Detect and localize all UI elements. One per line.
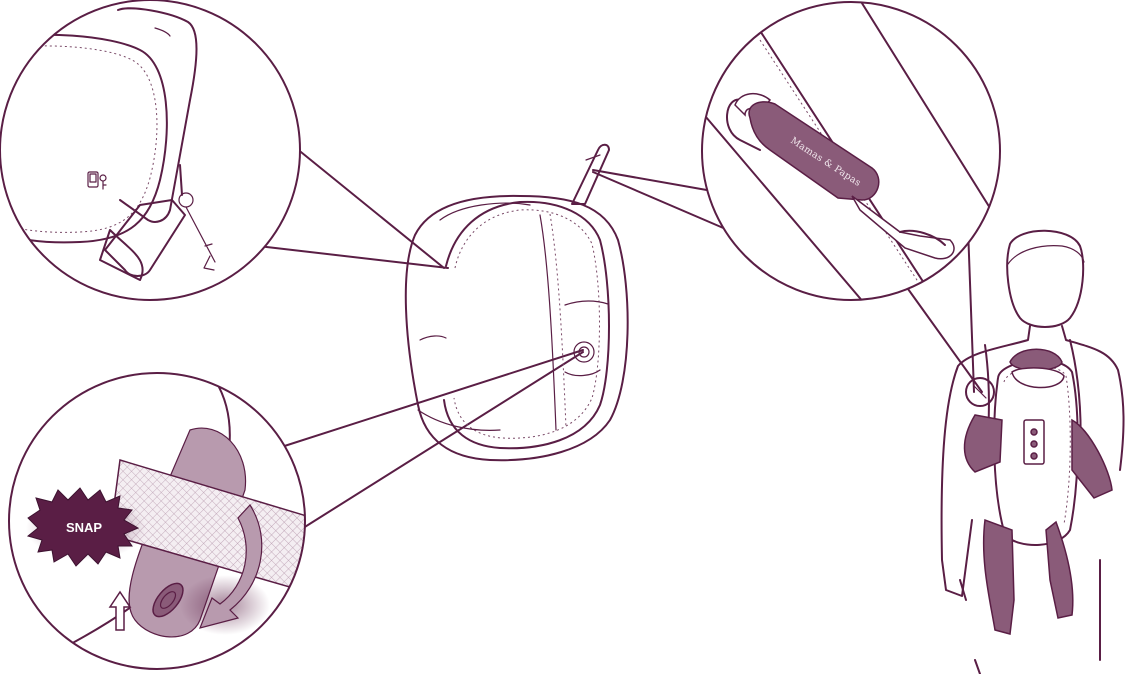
callout-lines [257,147,983,531]
up-arrow-icon [108,590,132,631]
detail-clip: Mamas & Papas [701,1,1001,301]
snap-burst-icon: SNAP [26,487,146,567]
snap-label: SNAP [66,520,102,535]
detail-phone-pocket [0,0,301,301]
rotate-arrow-icon [199,504,263,629]
person-with-carrier [940,229,1125,674]
pouch [404,143,629,462]
phone-key-icon [87,171,107,190]
detail-snap-fastener: SNAP [8,372,306,670]
